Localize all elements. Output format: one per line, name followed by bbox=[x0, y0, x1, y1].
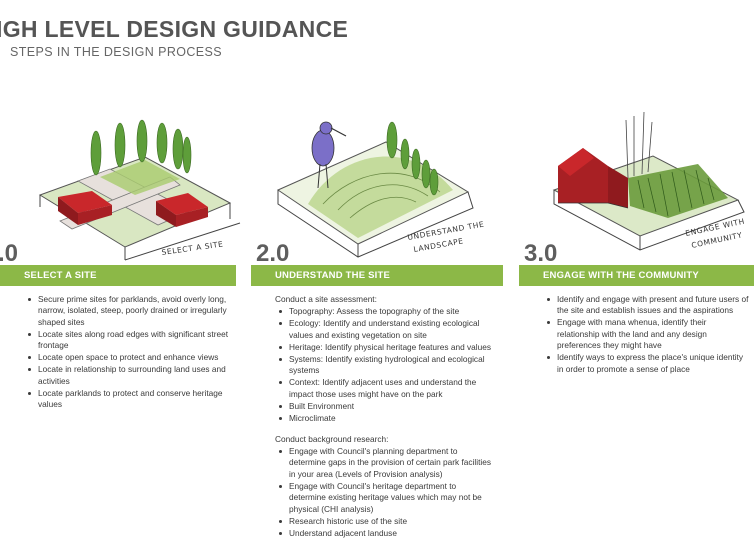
site-green-patch bbox=[100, 160, 180, 195]
step-heading-understand: UNDERSTAND THE SITE bbox=[251, 265, 503, 286]
list-item: Research historic use of the site bbox=[279, 516, 495, 527]
landscape-trees bbox=[386, 121, 439, 196]
list-item: Systems: Identify existing hydrological … bbox=[279, 354, 495, 377]
step-number-1: .0 bbox=[0, 240, 19, 267]
foliage-hatching bbox=[637, 169, 715, 217]
understand-site-column: Conduct a site assessment: Topography: A… bbox=[275, 294, 495, 540]
list-item: Identify and engage with present and fut… bbox=[547, 294, 749, 316]
list-item: Topography: Assess the topography of the… bbox=[279, 306, 495, 317]
step-number-3: 3.0 bbox=[524, 240, 558, 267]
list-item: Secure prime sites for parklands, avoid … bbox=[28, 294, 230, 328]
list-item: Heritage: Identify physical heritage fea… bbox=[279, 342, 495, 353]
hatched-foliage bbox=[628, 164, 728, 218]
community-frame bbox=[553, 190, 745, 251]
assessment-list: Topography: Assess the topography of the… bbox=[275, 306, 495, 424]
list-item: Understand adjacent landuse bbox=[279, 528, 495, 539]
engage-community-sketch: ENGAGE WITH COMMUNITY bbox=[552, 111, 746, 251]
select-site-list: Secure prime sites for parklands, avoid … bbox=[24, 294, 230, 410]
engage-list: Identify and engage with present and fut… bbox=[543, 294, 749, 375]
list-item: Locate in relationship to surrounding la… bbox=[28, 364, 230, 387]
site-frame-lines bbox=[39, 195, 241, 261]
landscape-frame bbox=[277, 190, 474, 258]
list-item: Context: Identify adjacent uses and unde… bbox=[279, 377, 495, 400]
list-item: Microclimate bbox=[279, 413, 495, 424]
list-item: Engage with mana whenua, identify their … bbox=[547, 317, 749, 351]
assessment-intro: Conduct a site assessment: bbox=[275, 294, 377, 304]
poles bbox=[625, 111, 653, 179]
sketch-label-select: SELECT A SITE bbox=[161, 239, 224, 257]
list-item: Identify ways to express the place's uni… bbox=[547, 352, 749, 375]
page-title: IGH LEVEL DESIGN GUIDANCE bbox=[0, 16, 349, 42]
tree-row bbox=[90, 119, 192, 176]
red-building-right bbox=[156, 193, 208, 227]
page-subtitle: STEPS IN THE DESIGN PROCESS bbox=[10, 45, 223, 59]
list-item: Locate open space to protect and enhance… bbox=[28, 352, 230, 363]
list-item: Built Environment bbox=[279, 401, 495, 412]
bird-figure bbox=[311, 121, 347, 189]
research-list: Engage with Council's planning departmen… bbox=[275, 446, 495, 539]
list-item: Engage with Council's heritage departmen… bbox=[279, 481, 495, 515]
list-item: Engage with Council's planning departmen… bbox=[279, 446, 495, 480]
step-heading-select: SELECT A SITE bbox=[0, 265, 236, 286]
list-item: Ecology: Identify and understand existin… bbox=[279, 318, 495, 341]
select-site-column: Secure prime sites for parklands, avoid … bbox=[24, 294, 230, 411]
red-house bbox=[558, 148, 629, 209]
list-item: Locate sites along road edges with signi… bbox=[28, 328, 229, 351]
red-building-left bbox=[58, 191, 112, 225]
list-item: Locate parklands to protect and conserve… bbox=[28, 388, 230, 411]
step-heading-engage: ENGAGE WITH THE COMMUNITY bbox=[519, 265, 754, 286]
research-intro: Conduct background research: bbox=[275, 433, 389, 444]
select-site-sketch: SELECT A SITE bbox=[38, 119, 241, 261]
step-number-2: 2.0 bbox=[256, 240, 290, 267]
engage-community-column: Identify and engage with present and fut… bbox=[543, 294, 749, 376]
understand-site-sketch: UNDERSTAND THE LANDSCAPE bbox=[276, 121, 485, 258]
